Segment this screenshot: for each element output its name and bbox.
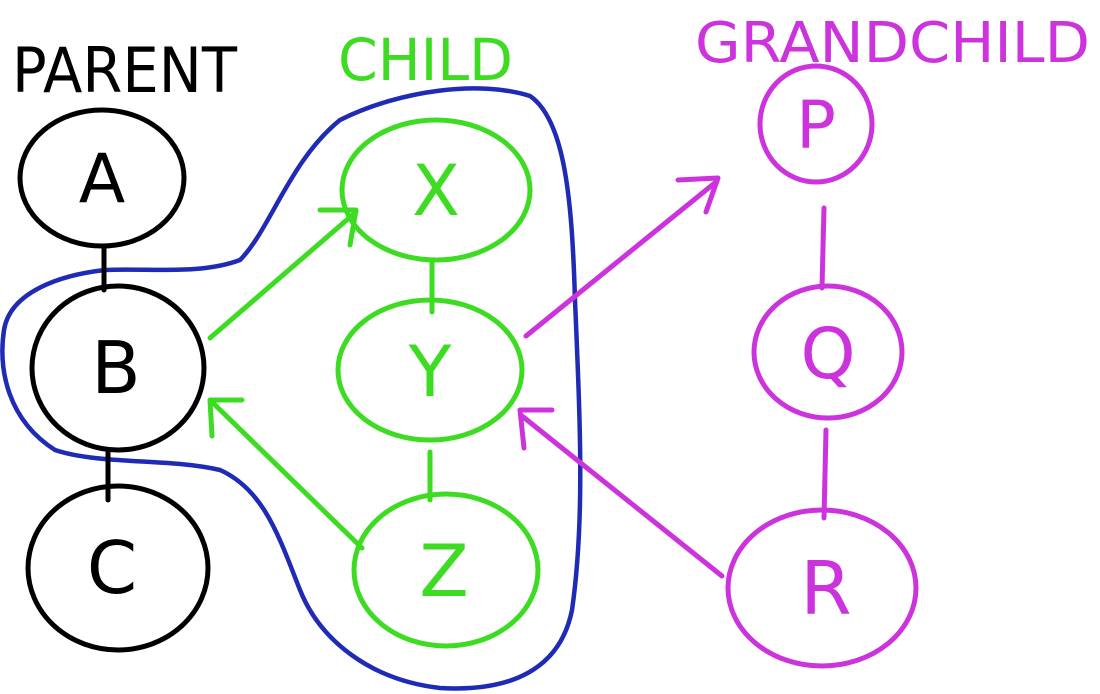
node-q-circle (751, 283, 905, 421)
node-y-circle (335, 297, 525, 443)
node-c-label: C (87, 526, 137, 610)
arrow-y-to-grandchild-head (675, 175, 721, 215)
edge-q-r (821, 427, 829, 521)
grandchild-heading: GRANDCHILD (695, 11, 1090, 76)
node-b-circle (29, 283, 207, 453)
node-x-circle (339, 117, 533, 263)
arrow-z-to-b-head (207, 397, 245, 439)
edge-p-q (819, 205, 827, 291)
arrow-b-to-x (207, 209, 359, 341)
arrow-b-to-x-head (317, 207, 359, 248)
node-y-label: Y (408, 331, 452, 413)
arrow-r-to-y (519, 413, 725, 579)
node-c-circle (25, 483, 211, 653)
node-z-circle (351, 491, 541, 649)
node-p-circle (757, 63, 875, 185)
node-r-circle (725, 507, 919, 669)
node-r-label: R (800, 546, 851, 632)
node-a-label: A (79, 140, 126, 219)
node-z-label: Z (419, 529, 468, 613)
parent-heading: PARENT (12, 34, 238, 107)
node-q-label: Q (800, 313, 855, 395)
node-p-label: P (796, 87, 836, 164)
child-group-boundary (0, 86, 583, 691)
node-x-label: X (412, 150, 460, 232)
child-heading: CHILD (338, 26, 513, 94)
arrow-r-to-y-head (517, 407, 555, 451)
arrow-y-to-grandchild (523, 179, 719, 339)
arrow-z-to-b (209, 399, 365, 551)
node-b-label: B (91, 326, 140, 410)
